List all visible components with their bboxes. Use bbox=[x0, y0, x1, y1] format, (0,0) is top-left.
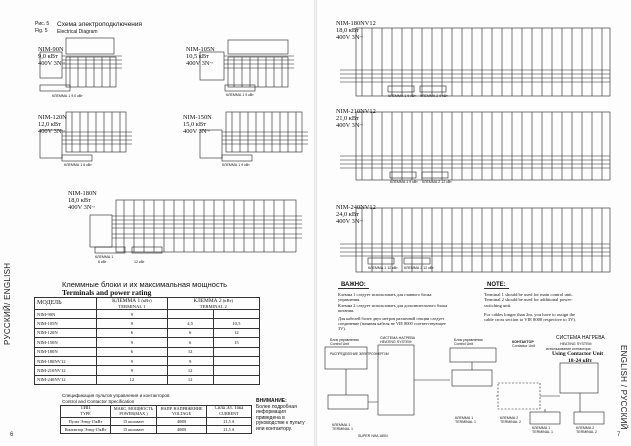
wiring-right-sub: использование контактора bbox=[546, 347, 591, 351]
wiring-right-using: Using Contactor Unit bbox=[552, 351, 604, 357]
terminals-title-en: Terminals and power rating bbox=[62, 288, 152, 297]
caption-nim90n: КЛЕММА 1 9,0 кВт bbox=[52, 94, 83, 98]
caption-nim240nv12-k2: КЛЕММА 2 12 кВт bbox=[404, 266, 434, 270]
caption-nim180n-power2: 12 кВт bbox=[134, 260, 145, 264]
controls-title-en: Control and Contactor Specification bbox=[62, 399, 135, 404]
caption-nim210nv12-k1: КЛЕММА 1 9 кВт bbox=[390, 180, 418, 184]
terminals-table: МОДЕЛЬ КЛЕММА 1 (кВт)TERMINAL 1 КЛЕММА 2… bbox=[33, 297, 261, 386]
wiring-right-heat-title: СИСТЕМА НАГРЕВА bbox=[556, 335, 605, 341]
warning-ru: ВАЖНО: Клемма 1 следует использовать для… bbox=[338, 282, 448, 332]
caption-nim180n: КЛЕММА 1 bbox=[95, 255, 114, 259]
page-spine bbox=[314, 0, 317, 446]
figure-title-ru: Схема электроподключения bbox=[57, 21, 143, 28]
wiring-right-range: 18-24 кВт bbox=[568, 358, 593, 364]
caption-nim150n: КЛЕММА 1 9 кВт bbox=[222, 163, 250, 167]
page-number-right: 7 bbox=[617, 432, 621, 438]
note-en: NOTE: Terminal 1 should be used for main… bbox=[484, 282, 577, 323]
figure-number-ru: Рис. 5 bbox=[35, 21, 50, 27]
caption-nim180nv12-k2: КЛЕММА 2 9 кВт bbox=[420, 94, 448, 98]
caption-nim120n: КЛЕММА 1 6 кВт bbox=[64, 163, 92, 167]
col-terminal2: КЛЕММА 2 (кВт)TERMINAL 2 bbox=[166, 297, 261, 310]
caption-nim180nv12-k1: КЛЕММА 1 9 кВт bbox=[388, 94, 416, 98]
terminals-table-header: МОДЕЛЬ КЛЕММА 1 (кВт)TERMINAL 1 КЛЕММА 2… bbox=[33, 297, 261, 310]
controls-title-ru: Спецификация пультов управления и контак… bbox=[62, 393, 170, 398]
wiring-distribution-label: РАСПРЕДЕЛЕНИЕ ЭЛЕКТРОЭНЕРГИИ bbox=[330, 352, 389, 356]
caption-nim210nv12-k2: КЛЕММА 2 12 кВт bbox=[422, 180, 452, 184]
figure-title-en: Electrical Diagram bbox=[57, 29, 98, 35]
col-terminal1: КЛЕММА 1 (кВт)TERMINAL 1 bbox=[96, 297, 168, 310]
wiring-right-heat-title-en: HEATING SYSTEM bbox=[560, 342, 592, 346]
attention-note: ВНИМАНИЕ: Более подробная информация при… bbox=[256, 398, 305, 432]
caption-nim240nv12-k1: КЛЕММА 1 12 кВт bbox=[368, 266, 398, 270]
col-model: МОДЕЛЬ bbox=[33, 297, 98, 310]
terminals-title-ru: Клеммные блоки и их максимальная мощност… bbox=[62, 280, 228, 289]
page-number-left: 6 bbox=[10, 432, 14, 438]
figure-number-en: Fig. 5 bbox=[35, 28, 48, 34]
caption-nim105n: КЛЕММА 1 9 кВт bbox=[226, 93, 254, 97]
wiring-super-label: SUPER NIM-180N bbox=[358, 434, 388, 438]
caption-nim180n-power1: 6 кВт bbox=[98, 260, 107, 264]
